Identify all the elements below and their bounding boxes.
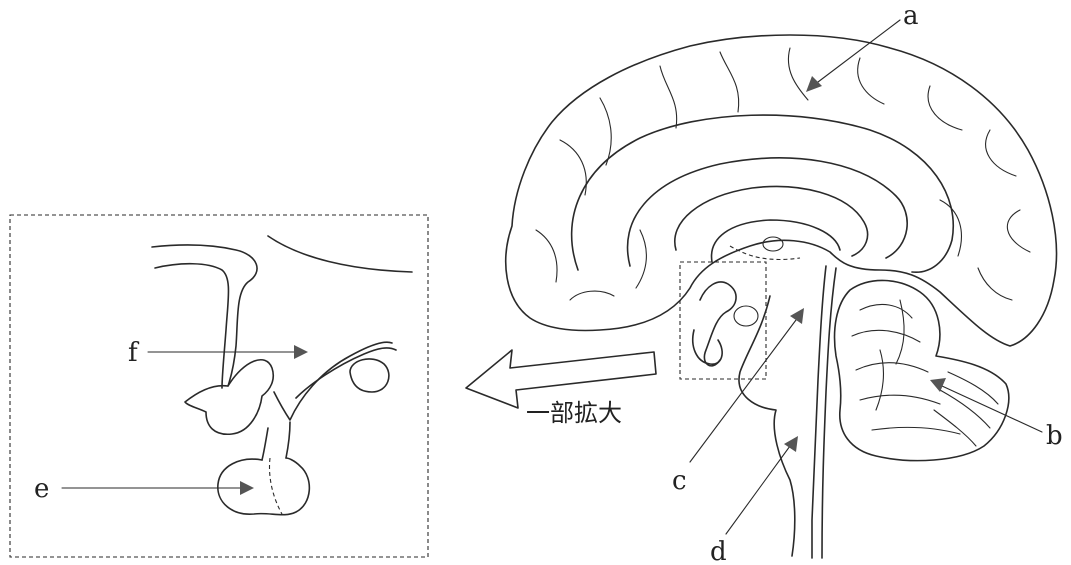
arrow-c-head xyxy=(790,308,804,324)
cerebellum-folia-1 xyxy=(860,304,912,318)
cerebrum-outline xyxy=(506,35,1057,346)
sulcus-3 xyxy=(660,66,677,128)
sulcus-10 xyxy=(978,268,1012,300)
inset-pituitary-stalk xyxy=(262,428,268,460)
sulcus-1 xyxy=(560,140,586,195)
arrow-d-line xyxy=(726,446,790,534)
aqueduct xyxy=(822,268,836,558)
arrow-b-line xyxy=(942,386,1042,432)
sulcus-4 xyxy=(720,52,739,112)
magnify-arrow: 一部拡大 xyxy=(466,350,656,427)
label-b: b xyxy=(1046,421,1063,451)
arrow-e-head xyxy=(240,481,254,495)
cerebellum-folia-9 xyxy=(876,350,883,410)
sulcus-6 xyxy=(858,58,884,104)
inset-infundibulum xyxy=(274,342,392,420)
arrow-d-head xyxy=(784,436,798,452)
arrow-f-head xyxy=(294,345,308,359)
sulcus-5 xyxy=(788,48,808,100)
hypothalamus-detail xyxy=(700,282,736,366)
brainstem-left xyxy=(739,296,795,556)
label-e: e xyxy=(34,474,49,504)
brainstem-right xyxy=(812,266,826,558)
inset-stalk-inner xyxy=(155,264,229,388)
inset-pituitary-divider xyxy=(270,458,283,514)
label-a: a xyxy=(903,1,919,31)
label-c: c xyxy=(672,466,687,496)
label-f: f xyxy=(128,338,140,368)
sulcus-12 xyxy=(570,291,614,300)
sulcus-7 xyxy=(928,86,962,130)
inset-mammillary xyxy=(350,359,389,392)
inset-pituitary xyxy=(218,458,310,515)
sulcus-8 xyxy=(986,130,1016,176)
cerebellum-folia-7 xyxy=(940,390,990,428)
cerebellum-outline xyxy=(835,280,1009,460)
cerebellum-folia-2 xyxy=(852,330,920,342)
magnify-caption: 一部拡大 xyxy=(526,399,622,427)
cingulate-gyrus xyxy=(572,115,954,272)
sulcus-9 xyxy=(1007,210,1030,252)
sulcus-13 xyxy=(636,230,646,288)
arrow-b-head xyxy=(930,378,946,392)
brain-sagittal: a b c d xyxy=(506,1,1063,565)
magnify-region-box xyxy=(680,262,766,379)
cerebellum-folia-3 xyxy=(856,363,928,372)
mammillary-small xyxy=(734,306,758,326)
cerebellum-folia-5 xyxy=(872,427,960,434)
label-d: d xyxy=(710,537,727,565)
sulcus-11 xyxy=(536,230,557,282)
enlarged-inset: f e xyxy=(10,215,428,557)
cerebellum-folia-4 xyxy=(860,395,940,404)
arrow-c-line xyxy=(690,320,796,462)
arrow-a-head xyxy=(806,76,822,92)
inset-upper-curve xyxy=(268,236,412,272)
interthalamic-adhesion xyxy=(763,237,783,251)
arrow-a-line xyxy=(818,20,900,82)
inset-chiasm xyxy=(185,360,273,434)
sulcus-2 xyxy=(600,98,611,165)
cerebellum-folia-8 xyxy=(934,410,976,446)
inset-pituitary-stalk-r xyxy=(286,422,290,458)
